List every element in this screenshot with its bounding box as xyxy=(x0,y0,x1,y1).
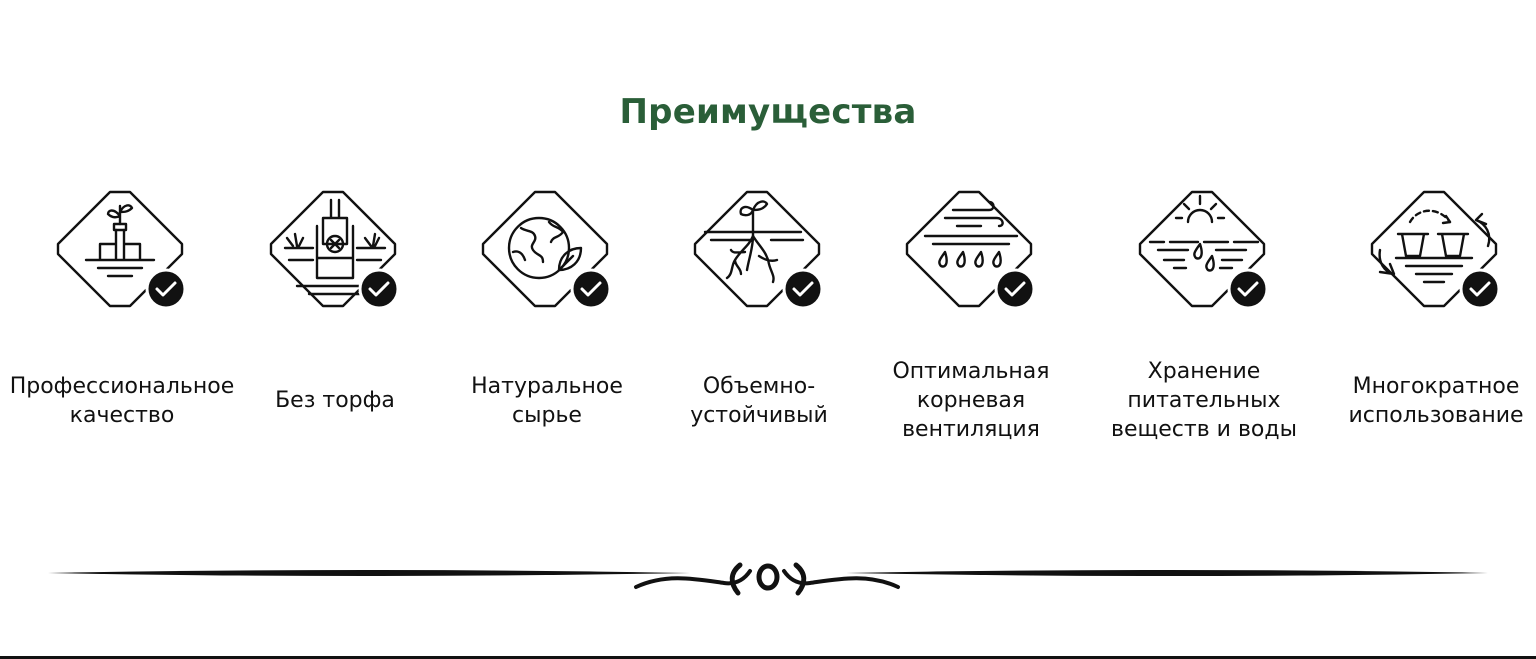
globe-leaf-icon xyxy=(481,190,612,310)
roots-icon xyxy=(693,190,824,310)
check-badge-icon xyxy=(1227,268,1269,310)
feature-professional-quality: Профессиональное качество xyxy=(10,0,234,659)
bottom-border xyxy=(0,656,1536,659)
feature-no-peat: Без торфа xyxy=(265,0,405,659)
section-title: Преимущества xyxy=(619,92,917,132)
check-badge-icon xyxy=(145,268,187,310)
feature-label-line: Многократное xyxy=(1352,374,1520,399)
feature-label-line: веществ и воды xyxy=(1111,417,1297,442)
check-badge-icon xyxy=(570,268,612,310)
feature-label-line: корневая xyxy=(916,388,1026,413)
feature-label-line: вентиляция xyxy=(902,417,1040,442)
feature-reusable: Многократное использование xyxy=(1348,0,1524,659)
feature-label-line: питательных xyxy=(1127,388,1281,413)
feature-label-line: Объемно- xyxy=(702,374,816,399)
feature-label-line: Натуральное xyxy=(471,374,623,399)
feature-label-line: устойчивый xyxy=(690,403,828,428)
wind-drops-icon xyxy=(905,190,1036,310)
check-badge-icon xyxy=(358,268,400,310)
check-badge-icon xyxy=(1459,268,1501,310)
feature-natural-material: Натуральное сырье xyxy=(471,0,623,659)
feature-root-ventilation: Оптимальная корневая вентиляция xyxy=(892,0,1050,659)
reuse-pots-icon xyxy=(1370,190,1501,310)
check-badge-icon xyxy=(994,268,1036,310)
feature-label-line: Оптимальная xyxy=(892,359,1050,384)
feature-volume-stable: Объемно- устойчивый xyxy=(689,0,829,659)
sun-water-icon xyxy=(1138,190,1269,310)
check-badge-icon xyxy=(782,268,824,310)
feature-label-line: Без торфа xyxy=(275,388,395,413)
feature-label-line: использование xyxy=(1348,403,1524,428)
ornamental-divider xyxy=(48,562,1488,596)
feature-label-line: сырье xyxy=(512,403,582,428)
feature-label-line: Хранение xyxy=(1147,359,1261,384)
feature-label-line: качество xyxy=(69,403,175,428)
no-peat-icon xyxy=(269,190,400,310)
feature-nutrient-water-storage: Хранение питательных веществ и воды xyxy=(1111,0,1297,659)
feature-label-line: Профессиональное xyxy=(9,374,235,399)
plant-in-pot-icon xyxy=(56,190,187,310)
